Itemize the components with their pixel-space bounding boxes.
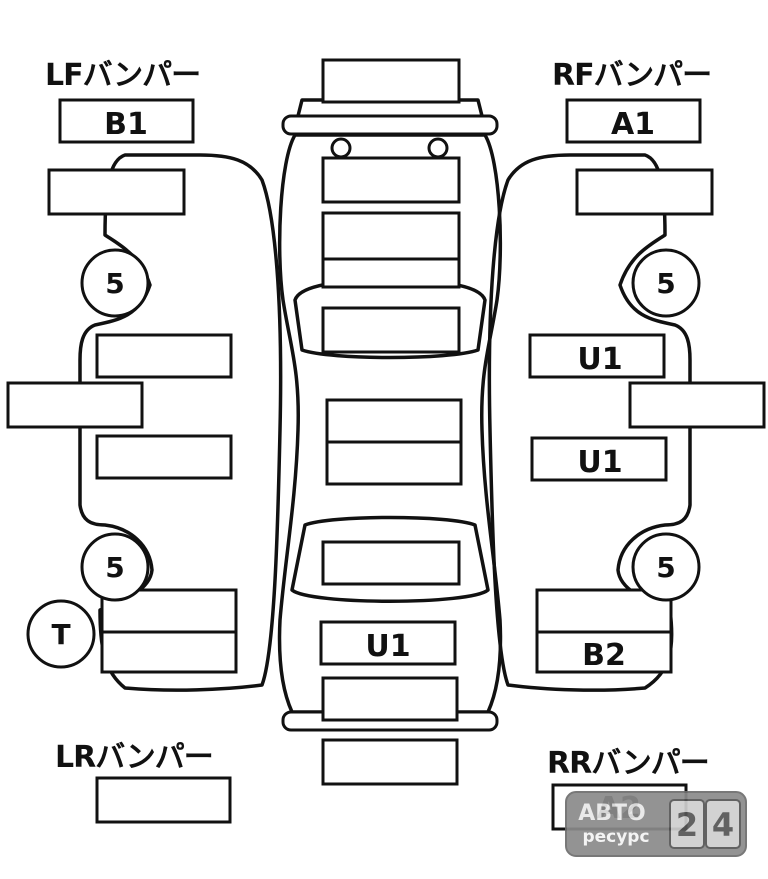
roof-front-box[interactable] (325, 398, 463, 444)
rear-bumper-panel-box[interactable] (321, 738, 459, 786)
lf-fender-box[interactable] (47, 168, 186, 216)
rear-panel-box[interactable] (321, 676, 459, 722)
rr-door-code: U1 (577, 445, 622, 480)
rr-bumper-label: RRバンパー (547, 746, 709, 781)
lr-door-box[interactable] (95, 434, 233, 480)
watermark-logo: АВТО ресурс 2 4 (565, 791, 747, 857)
rear-window (290, 515, 490, 603)
rf-bumper-code: A1 (611, 107, 655, 142)
left-side-body-outline (78, 153, 283, 692)
rf-door-code: U1 (577, 342, 622, 377)
hood-front-box[interactable] (321, 156, 461, 204)
wheel-lf-code: 5 (105, 267, 124, 300)
lf-bumper-code: B1 (104, 107, 148, 142)
hood-rear-box[interactable] (321, 257, 461, 289)
wheel-lf-circle[interactable] (80, 248, 150, 318)
tire-circle[interactable] (26, 599, 96, 669)
trunk-box[interactable] (319, 620, 457, 666)
hood-mid-box[interactable] (321, 211, 461, 261)
wheel-rf-circle[interactable] (631, 248, 701, 318)
left-pillar-box[interactable] (6, 381, 144, 429)
lf-bumper-label: LFバンパー (45, 58, 200, 93)
watermark-digit1-tile (669, 799, 705, 849)
lr-bumper-box[interactable] (95, 776, 232, 824)
right-side-body-outline (487, 153, 692, 692)
wheel-lr-circle[interactable] (80, 532, 150, 602)
rr-door-box[interactable] (530, 436, 668, 482)
rf-fender-box[interactable] (575, 168, 714, 216)
front-bumper-bar[interactable] (281, 114, 499, 136)
left-headlight (330, 137, 352, 159)
rr-quarter-code: B2 (582, 638, 626, 673)
lr-bumper-label: LRバンパー (55, 740, 213, 775)
lf-bumper-box[interactable] (58, 98, 195, 144)
front-bumper-panel-box[interactable] (321, 58, 461, 104)
rr-quarter-lower-box[interactable] (535, 630, 673, 674)
lf-door-box[interactable] (95, 333, 233, 379)
roof-rear-box[interactable] (325, 440, 463, 486)
rear-window-box[interactable] (321, 540, 461, 586)
wheel-rf-code: 5 (656, 267, 675, 300)
right-pillar-box[interactable] (628, 381, 766, 429)
wheel-lr-code: 5 (105, 551, 124, 584)
watermark-digit1: 2 (676, 806, 698, 844)
watermark-digit2: 4 (712, 806, 734, 844)
rf-door-box[interactable] (528, 333, 666, 379)
rf-bumper-box[interactable] (565, 98, 702, 144)
trunk-code: U1 (365, 629, 410, 664)
watermark-line2: ресурс (582, 827, 649, 847)
wheel-rr-circle[interactable] (631, 532, 701, 602)
lr-quarter-lower-box[interactable] (100, 630, 238, 674)
windshield-box[interactable] (321, 306, 461, 354)
watermark-digit2-tile (705, 799, 741, 849)
rf-bumper-label: RFバンパー (552, 58, 711, 93)
wheel-rr-code: 5 (656, 551, 675, 584)
tire-code: T (51, 618, 70, 651)
watermark-line1: АВТО (578, 801, 646, 826)
right-headlight (427, 137, 449, 159)
